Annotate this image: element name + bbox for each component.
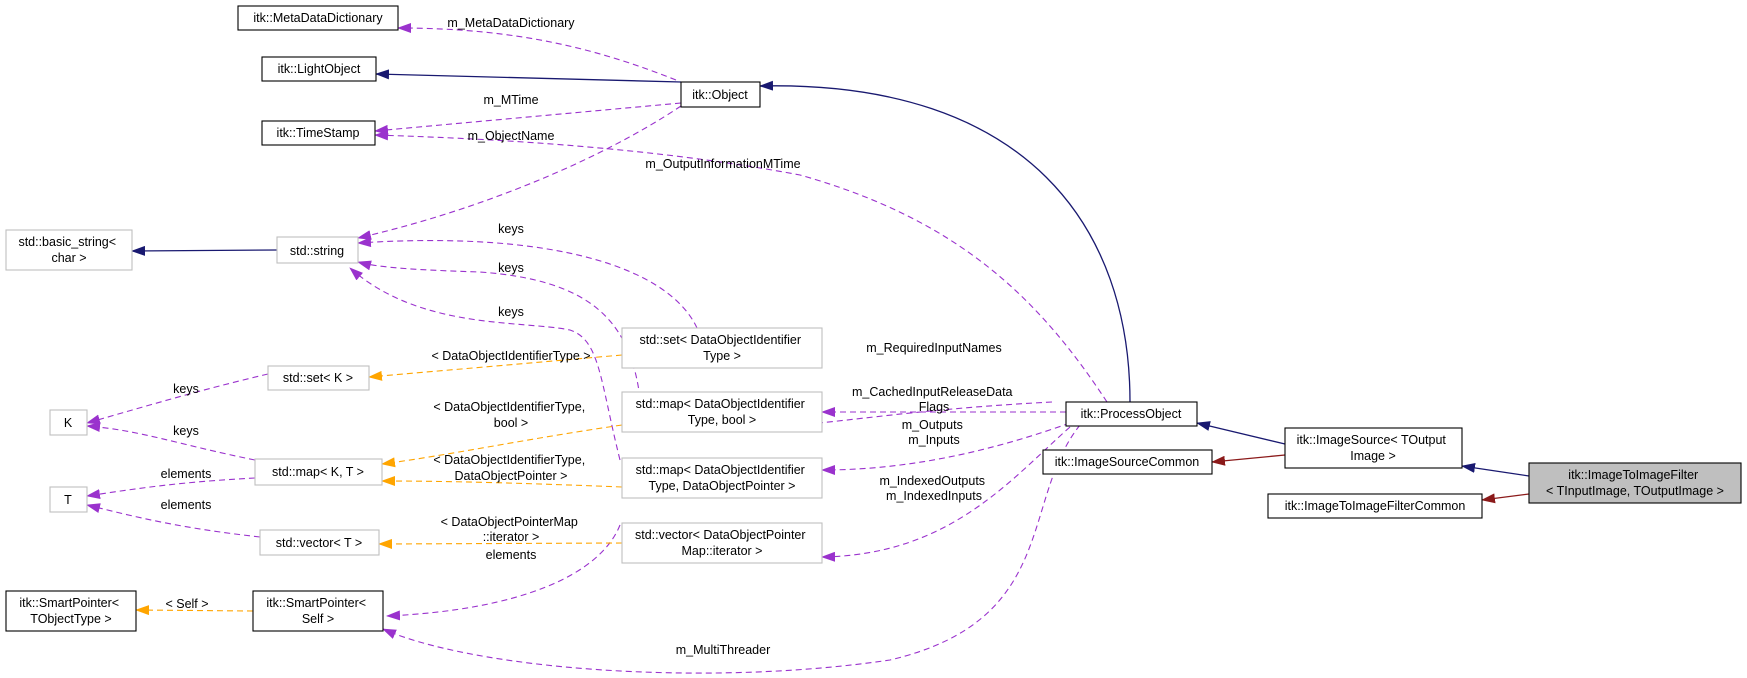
svg-text:itk::SmartPointer< Sel: itk::SmartPointer< Self >	[266, 596, 369, 626]
label-keys-map-bool: keys	[498, 261, 524, 275]
label-m-multithreader: m_MultiThreader	[676, 643, 770, 657]
edge-indexed	[821, 426, 1071, 562]
label-tmpl-self: < Self >	[165, 597, 208, 611]
node-smartpointer-self[interactable]: itk::SmartPointer< Self >	[252, 590, 384, 632]
label-tmpl-set: < DataObjectIdentifierType >	[431, 349, 590, 363]
svg-text:std::map< DataObjectIdentifier: std::map< DataObjectIdentifier Type, boo…	[636, 397, 809, 427]
node-imagesourcecommon[interactable]: itk::ImageSourceCommon	[1042, 449, 1213, 475]
node-set-k[interactable]: std::set< K >	[267, 365, 370, 391]
node-map-dataobjectidentifier-bool[interactable]: std::map< DataObjectIdentifier Type, boo…	[621, 391, 823, 433]
edge-metadatadictionary	[397, 23, 677, 81]
label-m-outputinformationmtime: m_OutputInformationMTime	[645, 157, 800, 171]
label-keys-k-set: keys	[173, 382, 199, 396]
svg-text:std::set< DataObjectIdentifier: std::set< DataObjectIdentifier Type >	[639, 333, 804, 363]
svg-text:itk::TimeStamp: itk::TimeStamp	[277, 126, 360, 140]
edge-processobject-to-object	[759, 80, 1131, 403]
svg-text:itk::Object: itk::Object	[692, 88, 748, 102]
edge-objectname	[357, 105, 682, 240]
label-m-requiredinputnames: m_RequiredInputNames	[866, 341, 1002, 355]
edge-elements-t-map	[86, 477, 256, 500]
label-m-indexed: m_IndexedOutputs m_IndexedInputs	[879, 474, 988, 503]
edge-imagetoimagefilter-to-filtercommon	[1481, 493, 1530, 504]
node-lightobject[interactable]: itk::LightObject	[261, 56, 377, 82]
label-keys-set: keys	[498, 222, 524, 236]
svg-text:itk::LightObject: itk::LightObject	[278, 62, 361, 76]
node-imagetoimagefilter[interactable]: itk::ImageToImageFilter < TInputImage, T…	[1528, 462, 1742, 504]
svg-text:std::map< DataObjectIdentifier: std::map< DataObjectIdentifier Type, Dat…	[636, 463, 809, 493]
svg-text:itk::ImageSourceCommon: itk::ImageSourceCommon	[1055, 455, 1200, 469]
label-elements-t-map: elements	[161, 467, 212, 481]
label-elements-smart: elements	[486, 548, 537, 562]
edge-keys-map-dop	[349, 267, 621, 461]
label-elements-t-vec: elements	[161, 498, 212, 512]
node-basic-string[interactable]: std::basic_string< char >	[5, 229, 133, 271]
node-processobject[interactable]: itk::ProcessObject	[1065, 401, 1198, 427]
svg-text:std::set< K >: std::set< K >	[283, 371, 353, 385]
label-tmpl-map-bool: < DataObjectIdentifierType, bool >	[433, 400, 588, 430]
svg-text:itk::ProcessObject: itk::ProcessObject	[1081, 407, 1182, 421]
svg-text:std::map< K, T >: std::map< K, T >	[272, 465, 364, 479]
label-keys-k-map: keys	[173, 424, 199, 438]
node-metadatadictionary[interactable]: itk::MetaDataDictionary	[237, 5, 399, 31]
label-m-metadatadictionary: m_MetaDataDictionary	[447, 16, 575, 30]
node-timestamp[interactable]: itk::TimeStamp	[261, 120, 376, 146]
edge-tmpl-map-dop	[381, 476, 623, 488]
label-m-outputs-inputs: m_Outputs m_Inputs	[902, 418, 967, 447]
svg-text:std::basic_string< cha: std::basic_string< char >	[18, 235, 119, 265]
label-tmpl-vector: < DataObjectPointerMap ::iterator >	[441, 515, 582, 544]
edge-tmpl-map-bool	[381, 424, 623, 468]
node-set-dataobjectidentifier[interactable]: std::set< DataObjectIdentifier Type >	[621, 327, 823, 369]
svg-text:std::string: std::string	[290, 244, 344, 258]
label-keys-map-dop: keys	[498, 305, 524, 319]
edge-outputinformationmtime	[374, 130, 1108, 403]
edge-multithreader	[382, 424, 1081, 674]
edge-keys-map-bool	[357, 260, 641, 399]
node-k[interactable]: K	[49, 409, 88, 436]
svg-text:T: T	[64, 493, 72, 507]
svg-text:itk::MetaDataDictionary: itk::MetaDataDictionary	[253, 11, 383, 25]
svg-text:itk::ImageToImageFilter: itk::ImageToImageFilter < TInputImage, T…	[1546, 468, 1724, 498]
svg-text:itk::ImageToImageFilterCommon: itk::ImageToImageFilterCommon	[1285, 499, 1466, 513]
label-tmpl-map-dop: < DataObjectIdentifierType, DataObjectPo…	[433, 453, 588, 483]
edge-keys-k-map	[86, 421, 256, 461]
label-m-mtime: m_MTime	[483, 93, 538, 107]
node-object[interactable]: itk::Object	[680, 81, 761, 108]
label-m-cachedinputrelease: m_CachedInputReleaseData Flags	[852, 385, 1016, 414]
edge-tmpl-set	[368, 354, 623, 381]
edge-imagesource-to-imagesourcecommon	[1211, 454, 1286, 466]
edge-imagesource-to-processobject	[1196, 421, 1286, 445]
svg-text:itk::SmartPointer< TOb: itk::SmartPointer< TObjectType >	[19, 596, 122, 626]
edge-imagetoimagefilter-to-imagesource	[1461, 462, 1530, 477]
edge-keys-set	[357, 237, 698, 329]
node-t[interactable]: T	[49, 486, 88, 513]
svg-text:std::vector< DataObjectPointer: std::vector< DataObjectPointer Map::iter…	[635, 528, 809, 558]
node-smartpointer-tobjecttype[interactable]: itk::SmartPointer< TObjectType >	[5, 590, 137, 632]
edge-outputs-inputs	[821, 422, 1071, 475]
svg-text:std::vector< T >: std::vector< T >	[276, 536, 362, 550]
edge-mtime	[374, 102, 682, 135]
edge-object-to-lightobject	[375, 69, 682, 83]
node-map-dataobjectidentifier-pointer[interactable]: std::map< DataObjectIdentifier Type, Dat…	[621, 457, 823, 499]
svg-text:K: K	[64, 416, 73, 430]
node-string[interactable]: std::string	[276, 236, 359, 264]
node-vector-dataobjectpointermap[interactable]: std::vector< DataObjectPointer Map::iter…	[621, 522, 823, 564]
edge-string-to-basic-string	[131, 245, 278, 256]
node-vector-t[interactable]: std::vector< T >	[259, 529, 380, 556]
svg-text:itk::ImageSource< TOutput: itk::ImageSource< TOutput Image >	[1297, 433, 1450, 463]
node-imagesource[interactable]: itk::ImageSource< TOutput Image >	[1284, 427, 1463, 469]
node-imagetoimagefiltercommon[interactable]: itk::ImageToImageFilterCommon	[1267, 493, 1483, 519]
node-map-kt[interactable]: std::map< K, T >	[254, 458, 383, 486]
edge-tmpl-vector	[378, 538, 623, 549]
edge-keys-k-set	[86, 373, 269, 425]
label-m-objectname: m_ObjectName	[468, 129, 555, 143]
